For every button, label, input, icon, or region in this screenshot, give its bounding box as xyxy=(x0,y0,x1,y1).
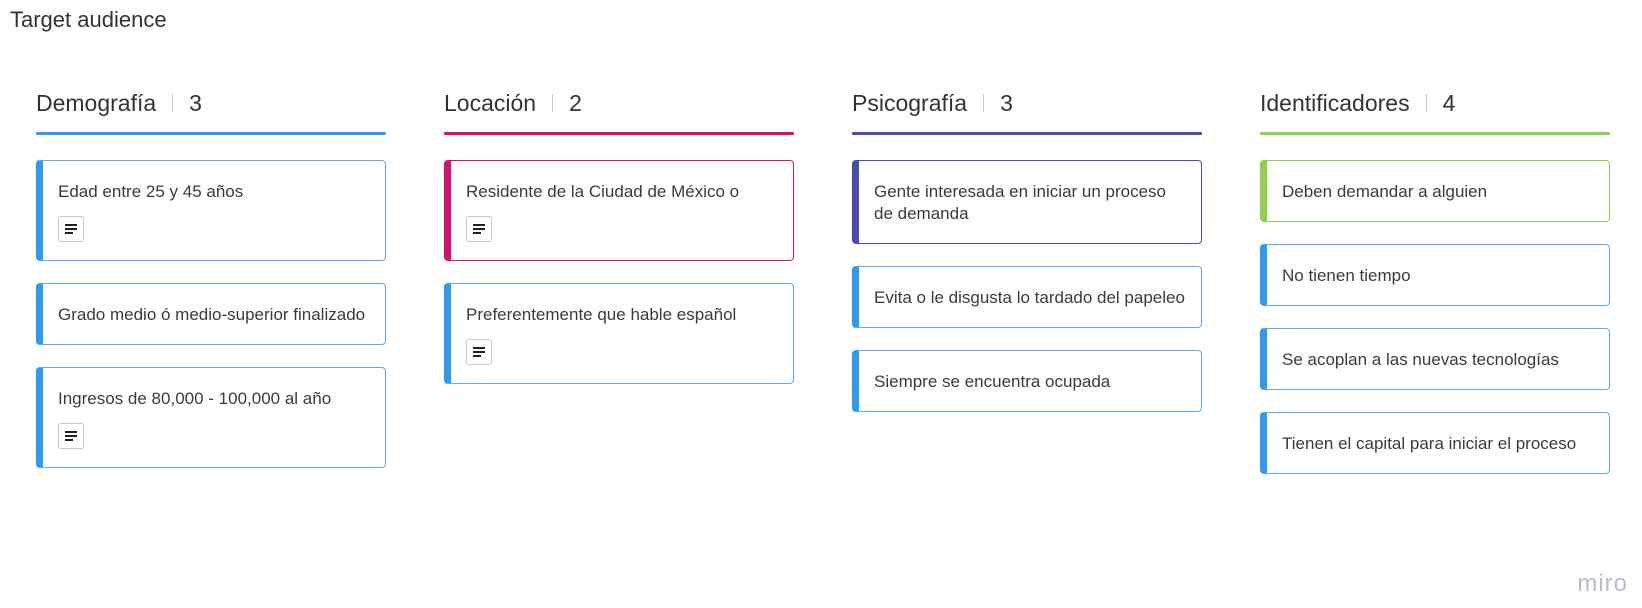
card-list: Residente de la Ciudad de México o Prefer… xyxy=(444,160,794,384)
card-text: Preferentemente que hable español xyxy=(466,305,737,324)
column-color-bar xyxy=(1260,132,1610,135)
card-text: Gente interesada en iniciar un proceso d… xyxy=(874,182,1167,223)
card[interactable]: Evita o le disgusta lo tardado del papel… xyxy=(852,266,1202,328)
card-text: Residente de la Ciudad de México o xyxy=(466,182,740,201)
column-title: Identificadores xyxy=(1260,89,1410,116)
note-icon[interactable] xyxy=(466,216,492,242)
card[interactable]: Residente de la Ciudad de México o xyxy=(444,160,794,261)
card[interactable]: Ingresos de 80,000 - 100,000 al año xyxy=(36,367,386,468)
card-text: Siempre se encuentra ocupada xyxy=(874,372,1111,391)
card[interactable]: Deben demandar a alguien xyxy=(1260,160,1610,222)
column-color-bar xyxy=(852,132,1202,135)
board-title: Target audience xyxy=(10,7,167,32)
card[interactable]: Preferentemente que hable español xyxy=(444,283,794,384)
column-count: 4 xyxy=(1442,89,1456,116)
column-header[interactable]: Demografía 3 xyxy=(36,78,386,128)
card-text: Edad entre 25 y 45 años xyxy=(58,182,244,201)
column-count: 2 xyxy=(569,89,582,116)
miro-logo: miro xyxy=(1577,570,1628,597)
card-text: Deben demandar a alguien xyxy=(1282,182,1488,201)
card[interactable]: No tienen tiempo xyxy=(1260,244,1610,306)
card-text: No tienen tiempo xyxy=(1282,266,1411,285)
column-title: Locación xyxy=(444,89,537,116)
column-header[interactable]: Psicografía 3 xyxy=(852,78,1202,128)
card[interactable]: Se acoplan a las nuevas tecnologías xyxy=(1260,328,1610,390)
card-text: Ingresos de 80,000 - 100,000 al año xyxy=(58,389,332,408)
column-header-divider xyxy=(1425,94,1427,112)
card[interactable]: Gente interesada en iniciar un proceso d… xyxy=(852,160,1202,244)
column-title: Psicografía xyxy=(852,89,968,116)
note-icon[interactable] xyxy=(466,339,492,365)
column-count: 3 xyxy=(189,89,202,116)
column-header[interactable]: Locación 2 xyxy=(444,78,794,128)
card-text: Se acoplan a las nuevas tecnologías xyxy=(1282,350,1559,369)
column-header-divider xyxy=(172,94,174,112)
column-header-divider xyxy=(983,94,985,112)
card-list: Deben demandar a alguien No tienen tiempo… xyxy=(1260,160,1610,474)
card-text: Grado medio ó medio-superior finalizado xyxy=(58,305,366,324)
card[interactable]: Siempre se encuentra ocupada xyxy=(852,350,1202,412)
card-list: Gente interesada en iniciar un proceso d… xyxy=(852,160,1202,412)
card[interactable]: Tienen el capital para iniciar el proces… xyxy=(1260,412,1610,474)
column-color-bar xyxy=(444,132,794,135)
note-icon[interactable] xyxy=(58,216,84,242)
column-header-divider xyxy=(552,94,554,112)
column-count: 3 xyxy=(1000,89,1013,116)
card[interactable]: Edad entre 25 y 45 años xyxy=(36,160,386,261)
column-title: Demografía xyxy=(36,89,157,116)
card[interactable]: Grado medio ó medio-superior finalizado xyxy=(36,283,386,345)
note-icon[interactable] xyxy=(58,423,84,449)
column-header[interactable]: Identificadores 4 xyxy=(1260,78,1610,128)
column-color-bar xyxy=(36,132,386,135)
card-text: Tienen el capital para iniciar el proces… xyxy=(1282,434,1577,453)
card-text: Evita o le disgusta lo tardado del papel… xyxy=(874,288,1185,307)
